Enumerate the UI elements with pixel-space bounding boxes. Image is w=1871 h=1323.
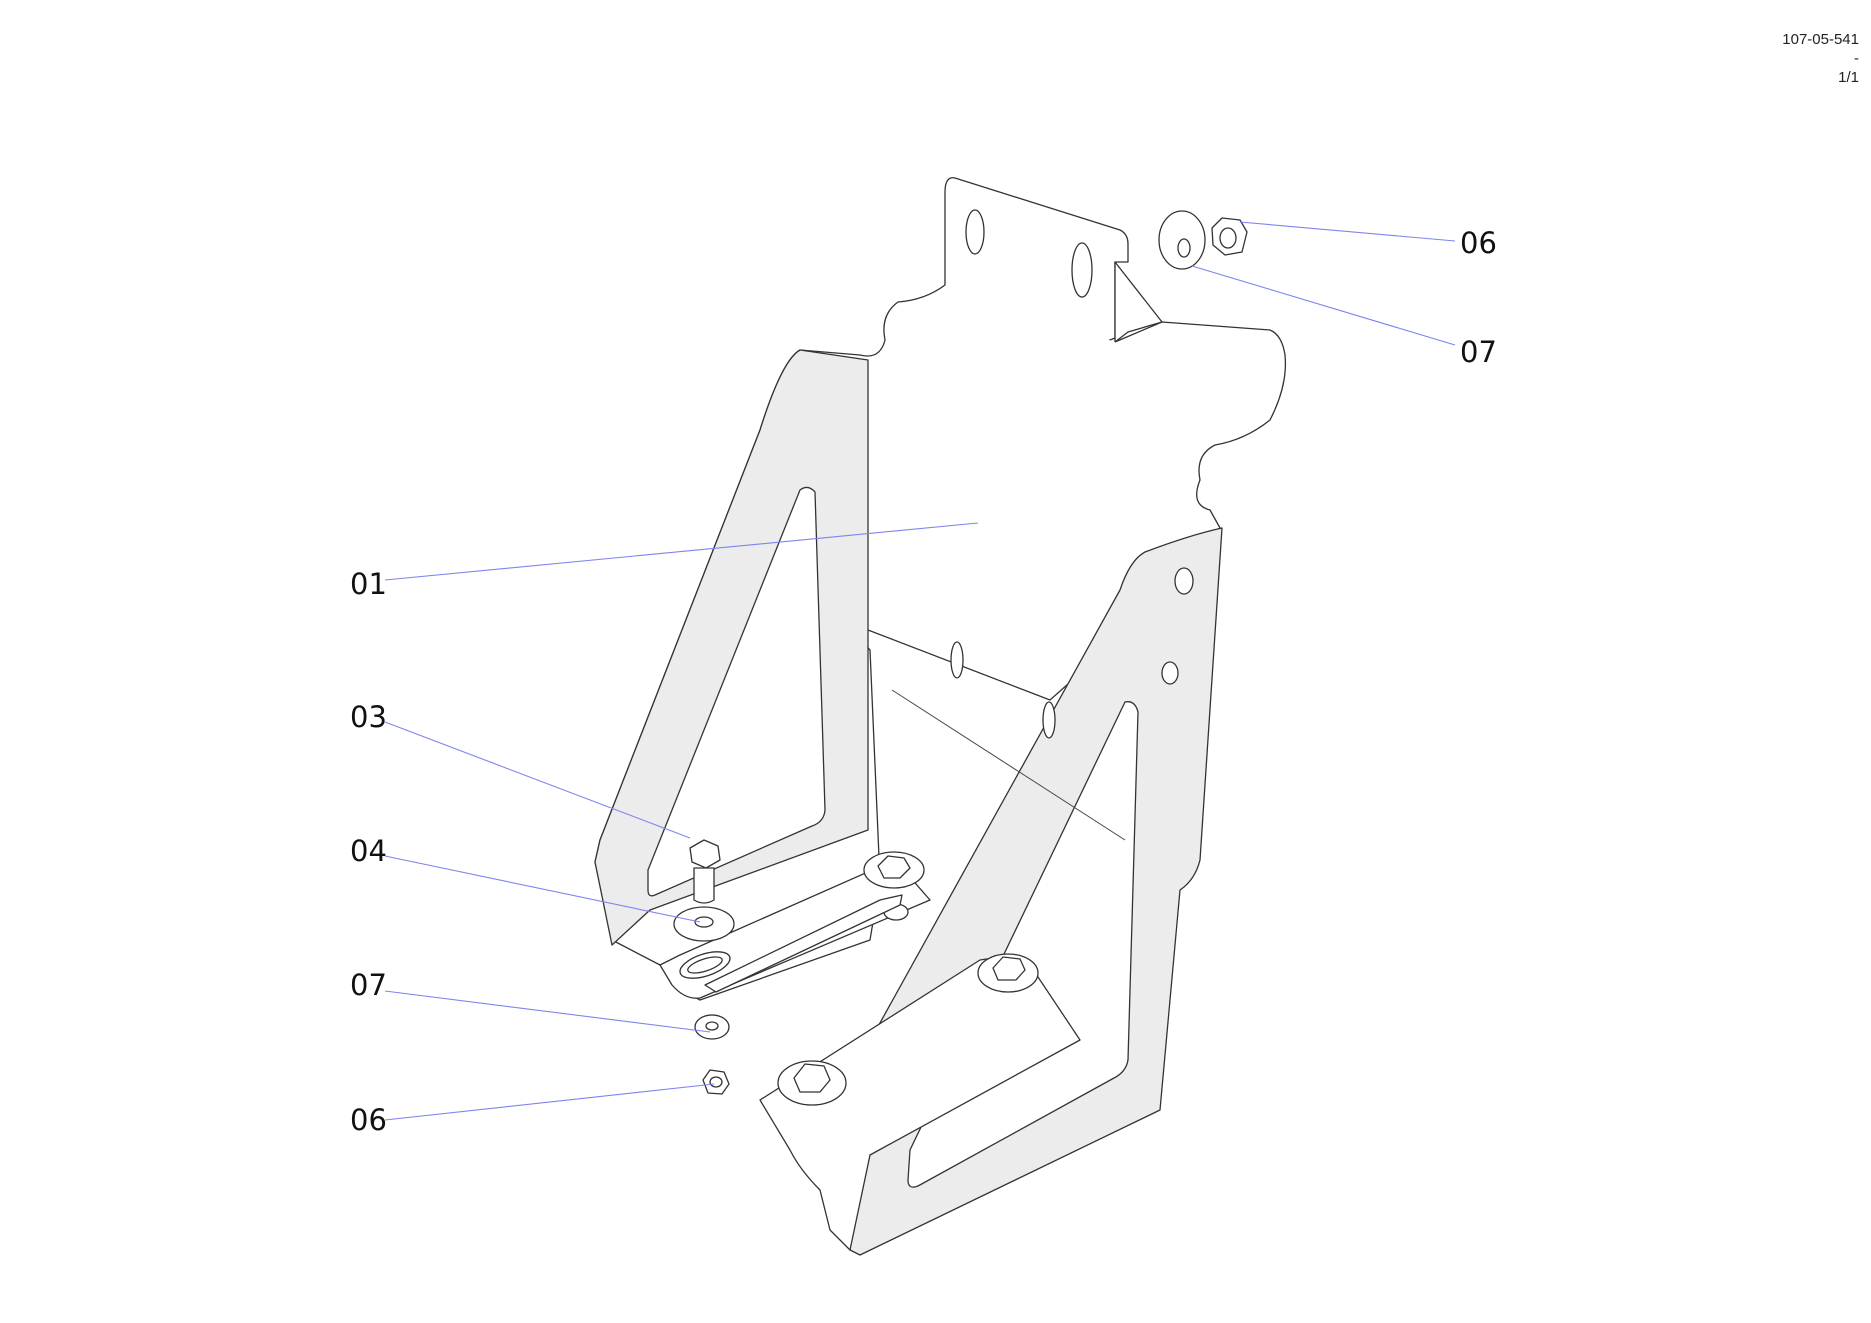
page-number: 1/1 bbox=[1838, 69, 1859, 86]
callout-06-top: 06 bbox=[1460, 226, 1497, 260]
back-plate-crease bbox=[891, 689, 1126, 841]
callout-04: 04 bbox=[350, 834, 387, 868]
washer-part-04 bbox=[673, 906, 735, 942]
back-plate-slot-lower bbox=[1042, 701, 1056, 739]
callout-07-bottom: 07 bbox=[350, 968, 387, 1002]
leader-04 bbox=[384, 855, 701, 923]
bolt-part-03 bbox=[689, 839, 721, 904]
leader-06-bottom bbox=[384, 1083, 715, 1121]
sheet-reference-block: 107-05-541 - 1/1 bbox=[1782, 30, 1859, 87]
drawing-number: 107-05-541 bbox=[1782, 31, 1859, 48]
bracket-part-01 bbox=[594, 177, 1287, 1256]
top-tab-slot-left bbox=[965, 209, 985, 255]
right-flange-hole-upper bbox=[1174, 567, 1194, 595]
revision-mark: - bbox=[1854, 50, 1859, 67]
top-tab-slot-right bbox=[1071, 242, 1093, 298]
floor-slot-inner bbox=[687, 956, 723, 974]
callout-01: 01 bbox=[350, 567, 387, 601]
lower-washer-part-07 bbox=[694, 1014, 730, 1040]
back-plate-slot-upper bbox=[950, 641, 964, 679]
top-washer-part-07 bbox=[1158, 210, 1206, 270]
callout-07-top: 07 bbox=[1460, 335, 1497, 369]
foot-bolt-head-right bbox=[977, 953, 1039, 993]
leader-01 bbox=[384, 522, 979, 581]
floor-bolt-head-right bbox=[863, 851, 925, 921]
bracket-tab-bend bbox=[1114, 261, 1163, 343]
callout-03: 03 bbox=[350, 700, 387, 734]
leader-06-top bbox=[1239, 221, 1456, 242]
callout-06-bottom: 06 bbox=[350, 1103, 387, 1137]
right-flange-hole-lower bbox=[1161, 661, 1179, 685]
leader-07-top bbox=[1191, 265, 1456, 346]
left-flange-cutout bbox=[647, 486, 826, 897]
leader-03 bbox=[384, 721, 691, 839]
leader-07-bottom bbox=[384, 990, 711, 1033]
foot-bolt-head-left bbox=[777, 1060, 847, 1106]
top-nut-part-06 bbox=[1211, 217, 1248, 256]
lower-nut-part-06 bbox=[702, 1069, 730, 1095]
floor-strap bbox=[704, 894, 903, 993]
